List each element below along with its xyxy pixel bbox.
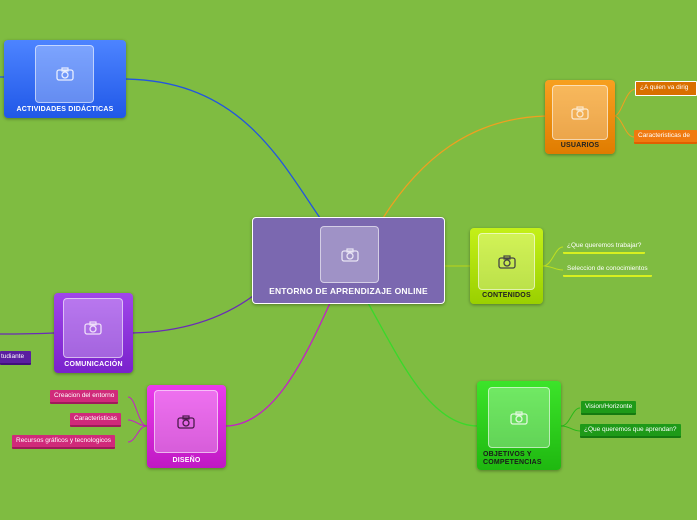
- usuarios-leaf-0[interactable]: ¿A quien va dirig: [635, 81, 697, 96]
- camera-placeholder: [552, 85, 608, 140]
- camera-icon: [340, 247, 359, 262]
- branch-actividades[interactable]: ACTIVIDADES DIDÁCTICAS: [4, 40, 126, 118]
- camera-icon: [510, 410, 528, 425]
- branch-diseno[interactable]: DISEÑO: [147, 385, 226, 468]
- branch-comunicacion-title: COMUNICACIÓN: [64, 361, 123, 368]
- branch-diseno-title: DISEÑO: [172, 457, 201, 464]
- branch-contenidos[interactable]: CONTENIDOS: [470, 228, 543, 304]
- diseno-leaf-1[interactable]: Caracteristicas: [70, 413, 121, 427]
- camera-placeholder: [35, 45, 94, 103]
- branch-contenidos-title: CONTENIDOS: [482, 292, 531, 299]
- objetivos-leaf-1[interactable]: ¿Que queremos que aprendan?: [580, 424, 681, 438]
- branch-actividades-title: ACTIVIDADES DIDÁCTICAS: [16, 106, 114, 113]
- diseno-leaf-2[interactable]: Recursos gráficos y tecnologicos: [12, 435, 116, 449]
- camera-placeholder: [63, 298, 123, 358]
- camera-icon: [84, 321, 102, 335]
- branch-objetivos[interactable]: OBJETIVOS Y COMPETENCIAS: [477, 381, 561, 470]
- branch-usuarios-title: USUARIOS: [560, 142, 600, 149]
- usuarios-leaf-1[interactable]: Caracteristicas de: [634, 130, 697, 144]
- camera-placeholder: [478, 233, 535, 290]
- central-title: ENTORNO DE APRENDIZAJE ONLINE: [269, 286, 428, 296]
- branch-objetivos-title: OBJETIVOS Y COMPETENCIAS: [483, 451, 542, 466]
- branch-usuarios[interactable]: USUARIOS: [545, 80, 615, 154]
- camera-icon: [55, 67, 74, 81]
- contenidos-leaf-1[interactable]: Seleccion de conocimientos: [563, 263, 652, 277]
- contenidos-leaf-0[interactable]: ¿Que queremos trabajar?: [563, 240, 646, 254]
- diseno-leaf-0[interactable]: Creacion del entorno: [50, 390, 119, 404]
- branch-comunicacion[interactable]: COMUNICACIÓN: [54, 293, 133, 373]
- comunicacion-leaf-0[interactable]: tudiante: [0, 351, 31, 365]
- camera-placeholder: [320, 226, 379, 283]
- camera-placeholder: [154, 390, 218, 453]
- objetivos-leaf-0[interactable]: Vision/Horizonte: [581, 401, 637, 415]
- camera-icon: [177, 414, 195, 429]
- camera-placeholder: [488, 387, 550, 448]
- central-node[interactable]: ENTORNO DE APRENDIZAJE ONLINE: [252, 217, 445, 304]
- camera-icon: [497, 254, 516, 269]
- camera-icon: [571, 105, 589, 120]
